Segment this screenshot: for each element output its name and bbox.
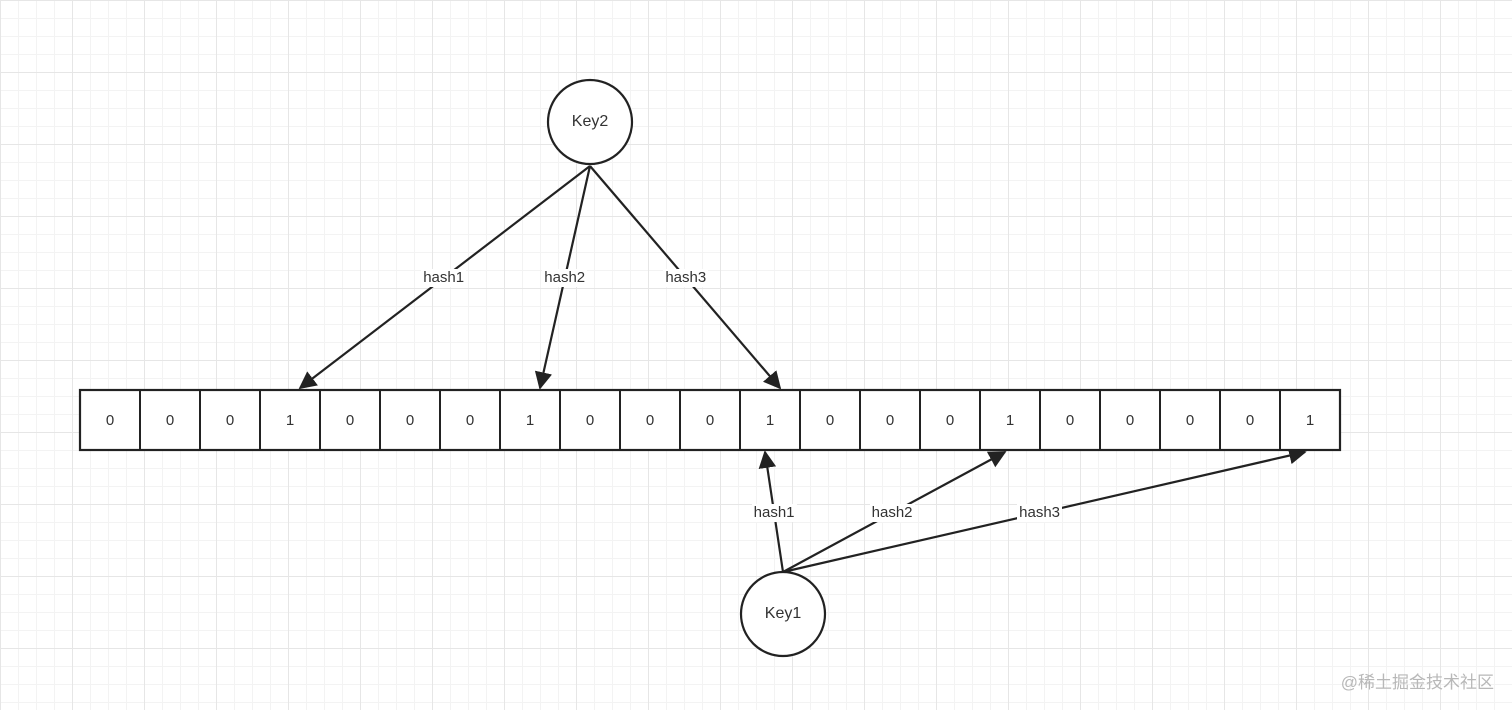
bit-cell: 0 <box>1185 411 1195 429</box>
bit-cell: 1 <box>765 411 775 429</box>
bit-cell: 1 <box>1005 411 1015 429</box>
bit-cell: 1 <box>1305 411 1315 429</box>
bit-array-frame <box>78 388 1342 452</box>
hash-label: hash3 <box>663 269 709 287</box>
bit-cell: 0 <box>225 411 235 429</box>
bit-cell: 0 <box>465 411 475 429</box>
hash-label: hash3 <box>1017 504 1063 522</box>
key1-label: Key1 <box>764 605 802 622</box>
key2-node <box>546 78 634 166</box>
bit-cell: 0 <box>825 411 835 429</box>
bit-cell: 0 <box>105 411 115 429</box>
hash-label: hash2 <box>869 504 915 522</box>
bit-cell: 0 <box>345 411 355 429</box>
bit-cell: 0 <box>945 411 955 429</box>
bit-cell: 0 <box>405 411 415 429</box>
bit-cell: 0 <box>645 411 655 429</box>
bit-cell: 0 <box>1065 411 1075 429</box>
key1-node <box>739 570 827 658</box>
bit-cell: 0 <box>585 411 595 429</box>
bit-cell: 0 <box>1125 411 1135 429</box>
hash-label: hash1 <box>751 504 797 522</box>
watermark: @稀土掘金技术社区 <box>1340 673 1494 692</box>
bit-cell: 0 <box>1245 411 1255 429</box>
bit-cell: 0 <box>165 411 175 429</box>
bit-cell: 0 <box>705 411 715 429</box>
bit-cell: 0 <box>885 411 895 429</box>
bit-cell: 1 <box>285 411 295 429</box>
edges-group <box>298 165 1307 574</box>
hash-label: hash2 <box>542 269 588 287</box>
key2-label: Key2 <box>571 113 609 130</box>
bit-array <box>78 388 1342 452</box>
bit-cell: 1 <box>525 411 535 429</box>
hash-label: hash1 <box>421 269 467 287</box>
